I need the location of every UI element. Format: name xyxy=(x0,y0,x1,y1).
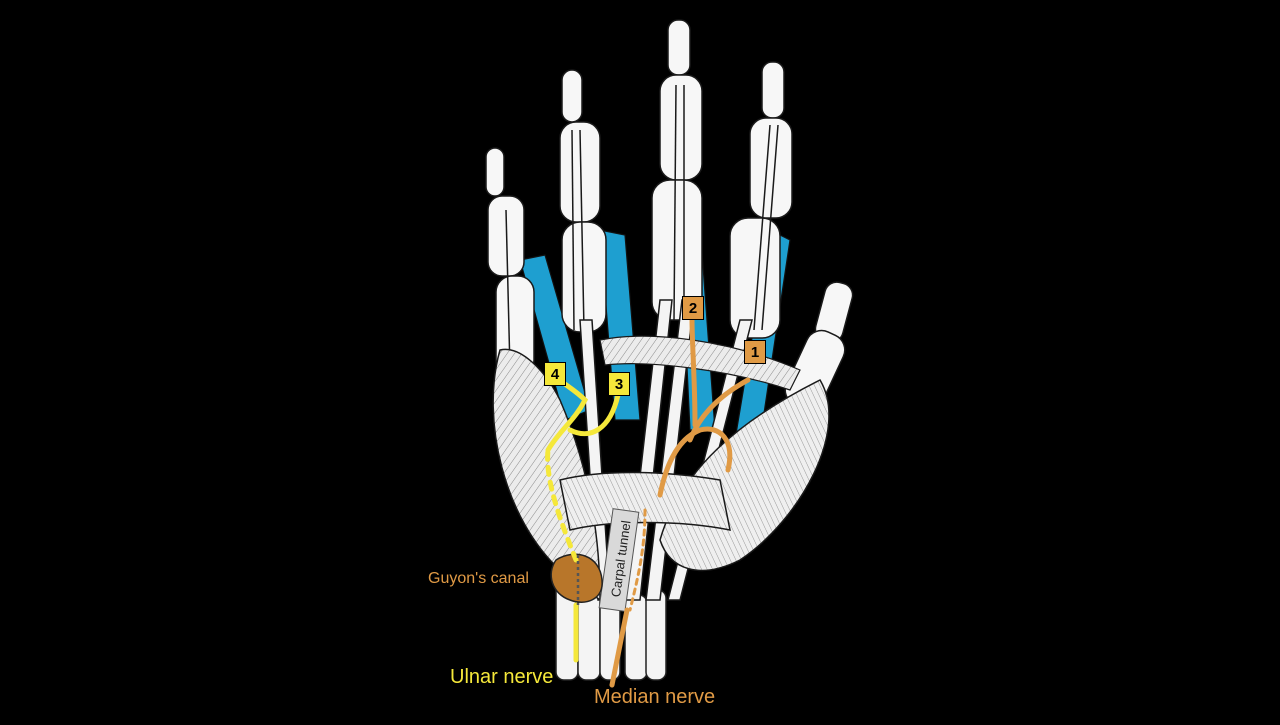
index-finger xyxy=(729,61,793,339)
flexor-retinaculum xyxy=(559,471,731,531)
badge-3: 3 xyxy=(608,372,630,396)
median-nerve-label: Median nerve xyxy=(594,686,716,708)
carpal-tunnel-box xyxy=(598,508,640,612)
palmar-fibers xyxy=(599,335,801,391)
badge-1: 1 xyxy=(744,340,766,364)
ring-finger xyxy=(559,69,607,333)
ulnar-nerve-label: Ulnar nerve xyxy=(450,666,554,688)
badge-2: 2 xyxy=(682,296,704,320)
median-nerve-path xyxy=(609,315,751,688)
forearm-tendons xyxy=(555,579,667,681)
guyons-canal-shape xyxy=(550,553,603,603)
badge-4: 4 xyxy=(544,362,566,386)
middle-finger xyxy=(651,19,703,321)
guyons-canal-label: Guyon's canal xyxy=(428,570,529,587)
